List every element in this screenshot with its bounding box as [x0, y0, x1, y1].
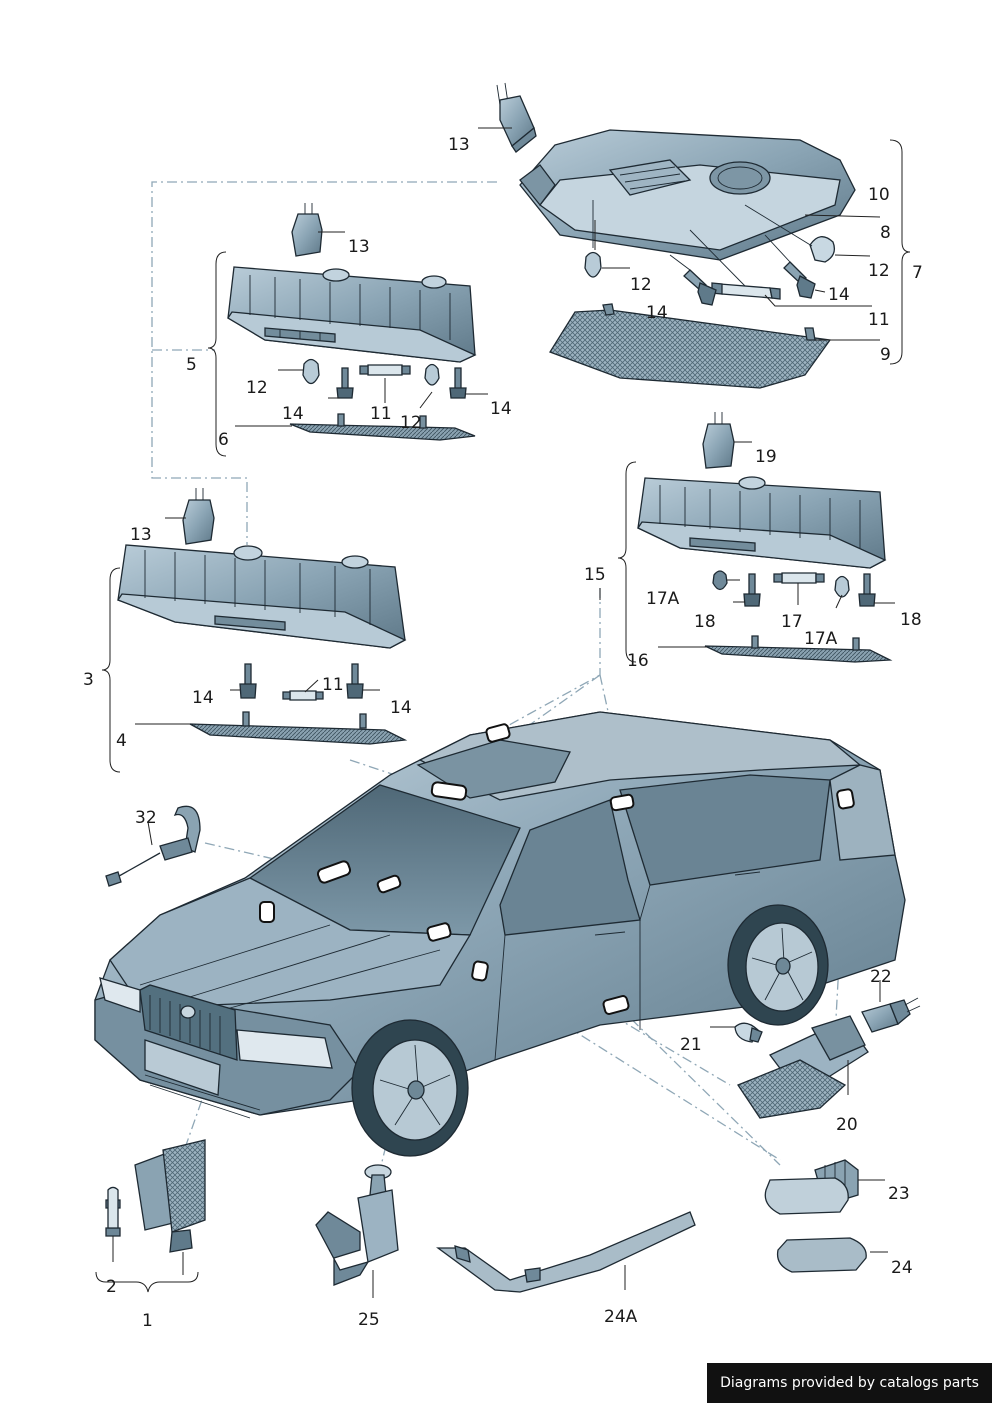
screw-18-right	[858, 573, 876, 607]
bulb-2	[105, 1186, 121, 1237]
label-3: 3	[83, 670, 94, 690]
label-12: 12	[868, 261, 890, 281]
bulb-17A-right	[834, 575, 850, 598]
screw-18-left	[743, 573, 761, 607]
label-12: 12	[630, 275, 652, 295]
label-13: 13	[448, 135, 470, 155]
label-14: 14	[828, 285, 850, 305]
screw-14-mid-right	[449, 367, 467, 399]
label-21: 21	[680, 1035, 702, 1055]
label-16: 16	[627, 651, 649, 671]
label-12: 12	[246, 378, 268, 398]
label-17A: 17A	[646, 589, 680, 609]
screw-14-left-b	[346, 663, 364, 699]
label-13: 13	[130, 525, 152, 545]
lens-24	[776, 1237, 867, 1273]
bulb-12-mid-left	[302, 358, 320, 385]
label-7: 7	[912, 263, 923, 283]
car-illustration	[94, 711, 906, 1157]
bulb-12-left	[584, 200, 602, 278]
lens-6	[289, 413, 476, 441]
switch-25	[315, 1164, 399, 1286]
front-reading-light-assembly	[227, 203, 477, 441]
label-14: 14	[282, 404, 304, 424]
label-10: 10	[868, 185, 890, 205]
part-labels: 13 10 8 12 7 12 14 14 11 9 13 5 12 14 11…	[83, 135, 923, 1331]
label-20: 20	[836, 1115, 858, 1135]
label-11: 11	[370, 404, 392, 424]
screw-14-left-a	[239, 663, 257, 699]
light-housing-5	[227, 266, 477, 363]
front-wheel	[351, 1019, 469, 1157]
label-17: 17	[781, 612, 803, 632]
interior-light-assembly-3	[117, 488, 408, 745]
label-18: 18	[694, 612, 716, 632]
lens-9	[549, 303, 832, 389]
light-23	[764, 1159, 859, 1215]
bulb-12-right	[744, 204, 836, 263]
label-14: 14	[490, 399, 512, 419]
light-housing-3	[117, 544, 407, 649]
label-4: 4	[116, 731, 127, 751]
watermark-footer: Diagrams provided by catalogs parts	[707, 1363, 992, 1403]
glovebox-light-20	[737, 1015, 869, 1119]
location-markers	[259, 723, 855, 1015]
label-13: 13	[348, 237, 370, 257]
console-housing-10	[519, 129, 856, 261]
label-11: 11	[322, 675, 344, 695]
cable-32	[105, 805, 201, 887]
label-14: 14	[390, 698, 412, 718]
screw-14-left	[669, 254, 717, 306]
festoon-bulb-17	[773, 572, 825, 584]
label-1: 1	[142, 1311, 153, 1331]
light-housing-15	[637, 476, 887, 569]
lens-16	[704, 635, 893, 663]
label-19: 19	[755, 447, 777, 467]
label-9: 9	[880, 345, 891, 365]
label-6: 6	[218, 430, 229, 450]
label-11: 11	[868, 310, 890, 330]
label-14: 14	[646, 303, 668, 323]
rear-wheel	[727, 904, 829, 1026]
label-8: 8	[880, 223, 891, 243]
connector-19	[702, 412, 735, 469]
label-18: 18	[900, 610, 922, 630]
rear-reading-light-assembly	[637, 412, 893, 663]
label-17A: 17A	[804, 629, 838, 649]
festoon-bulb-11-top	[689, 229, 781, 300]
label-12: 12	[400, 413, 422, 433]
connector-13-top	[496, 82, 537, 153]
roof-console-assembly	[496, 82, 856, 389]
label-23: 23	[888, 1184, 910, 1204]
label-2: 2	[106, 1277, 117, 1297]
braces	[95, 139, 911, 1293]
label-22: 22	[870, 967, 892, 987]
label-24A: 24A	[604, 1307, 638, 1327]
leader-lines	[112, 127, 895, 1298]
connector-22	[861, 997, 921, 1033]
festoon-bulb-11-mid	[359, 364, 411, 376]
screw-14-right	[764, 234, 816, 299]
lens-4	[189, 711, 408, 745]
screw-14-mid-left	[336, 367, 354, 399]
label-32: 32	[135, 808, 157, 828]
label-24: 24	[891, 1258, 913, 1278]
trim-24A	[436, 1211, 696, 1293]
label-5: 5	[186, 355, 197, 375]
label-15: 15	[584, 565, 606, 585]
bulb-17A-left	[712, 570, 728, 591]
bulb-21	[734, 1022, 763, 1043]
bulb-12-mid-right	[424, 363, 440, 386]
connector-13-left	[182, 488, 215, 545]
connector-13-mid	[291, 203, 323, 257]
footwell-light-1	[134, 1139, 206, 1253]
label-14: 14	[192, 688, 214, 708]
label-25: 25	[358, 1310, 380, 1330]
festoon-bulb-11-left	[282, 690, 324, 701]
